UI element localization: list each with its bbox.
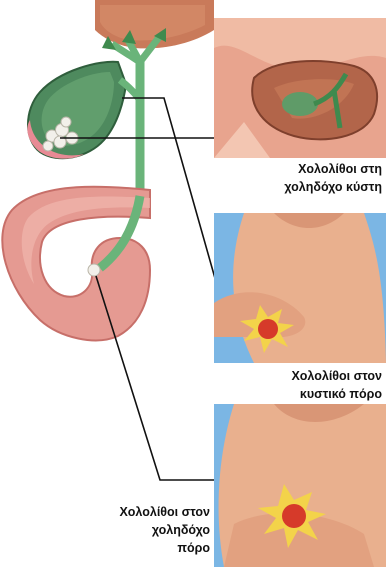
caption-gallbladder: Χολολίθοι στη χοληδόχο κύστη [284,160,382,196]
caption-common-duct-line3: πόρο [92,539,210,557]
caption-gallbladder-line1: Χολολίθοι στη [284,160,382,178]
caption-cystic-duct: Χολολίθοι στον κυστικό πόρο [291,367,382,403]
panel-cystic-duct [214,213,386,363]
anatomy-illustration [0,0,214,390]
caption-common-duct-line2: χοληδόχο [92,521,210,539]
caption-cystic-duct-line2: κυστικό πόρο [291,385,382,403]
caption-common-duct-line1: Χολολίθοι στον [92,503,210,521]
caption-gallbladder-line2: χοληδόχο κύστη [284,178,382,196]
caption-common-duct: Χολολίθοι στον χοληδόχο πόρο [92,503,210,557]
panel-gallbladder [214,18,386,158]
panel-common-duct [214,404,386,567]
caption-cystic-duct-line1: Χολολίθοι στον [291,367,382,385]
torso-shape [233,213,386,363]
